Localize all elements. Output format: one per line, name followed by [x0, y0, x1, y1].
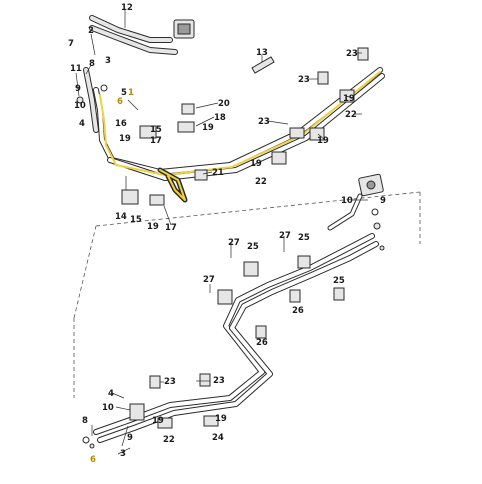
callout-8-bot: 8 [82, 416, 88, 426]
callout-19-g: 19 [152, 416, 164, 426]
leader-lines [75, 10, 368, 455]
callout-6-bot: 6 [90, 455, 96, 465]
callout-19-b: 19 [119, 134, 131, 144]
callout-9-bot: 9 [127, 433, 133, 443]
callout-9-right: 9 [380, 196, 386, 206]
callout-labels: 12 2 7 11 8 3 9 10 5 1 6 4 13 23 23 19 2… [68, 3, 386, 465]
callout-19-f: 19 [147, 222, 159, 232]
callout-20: 20 [218, 99, 230, 109]
callout-19-c: 19 [202, 123, 214, 133]
callout-25-b: 25 [298, 233, 310, 243]
callout-6-top: 6 [117, 97, 123, 107]
callout-27-c: 27 [203, 275, 215, 285]
lower-parts [82, 255, 345, 449]
callout-13: 13 [256, 48, 268, 58]
callout-1: 1 [128, 88, 134, 98]
callout-19-d: 19 [317, 136, 329, 146]
callout-19-a: 19 [343, 94, 355, 104]
callout-17-mid: 17 [165, 223, 177, 233]
upper-tube-run [83, 15, 385, 231]
callout-16: 16 [115, 119, 127, 129]
callout-11-top: 11 [70, 64, 82, 74]
callout-23-e: 23 [213, 376, 225, 386]
dashed-frame [73, 191, 421, 398]
callout-18: 18 [214, 113, 226, 123]
callout-25-c: 25 [333, 276, 345, 286]
callout-24: 24 [212, 433, 224, 443]
callout-15-mid: 15 [130, 215, 142, 225]
callout-21: 21 [212, 168, 224, 178]
callout-8-top: 8 [89, 59, 95, 69]
callout-19-h: 19 [215, 414, 227, 424]
callout-22-a: 22 [345, 110, 357, 120]
callout-9-top: 9 [75, 84, 81, 94]
callout-26-a: 26 [292, 306, 304, 316]
callout-15-top: 15 [150, 125, 162, 135]
callout-23-b: 23 [298, 75, 310, 85]
callout-4-bot: 4 [108, 389, 114, 399]
callout-19-e: 19 [250, 159, 262, 169]
callout-3-top: 3 [105, 56, 111, 66]
callout-22-b: 22 [255, 177, 267, 187]
callout-14: 14 [115, 212, 127, 222]
callout-23-c: 23 [258, 117, 270, 127]
callout-3-bot: 3 [120, 449, 126, 459]
callout-27-b: 27 [279, 231, 291, 241]
callout-4-top: 4 [79, 119, 85, 129]
rail-13 [251, 56, 275, 74]
callout-26-b: 26 [256, 338, 268, 348]
callout-12: 12 [121, 3, 133, 13]
callout-5: 5 [121, 88, 127, 98]
callout-23-d: 23 [164, 377, 176, 387]
callout-7: 7 [68, 39, 74, 49]
callout-27-a: 27 [228, 238, 240, 248]
callout-2: 2 [88, 26, 94, 36]
callout-22-c: 22 [163, 435, 175, 445]
callout-25-a: 25 [247, 242, 259, 252]
callout-10-bot: 10 [102, 403, 114, 413]
callout-17-top: 17 [150, 136, 162, 146]
callout-10-right: 10 [341, 196, 353, 206]
callout-10-top: 10 [74, 101, 86, 111]
callout-23-a: 23 [346, 49, 358, 59]
